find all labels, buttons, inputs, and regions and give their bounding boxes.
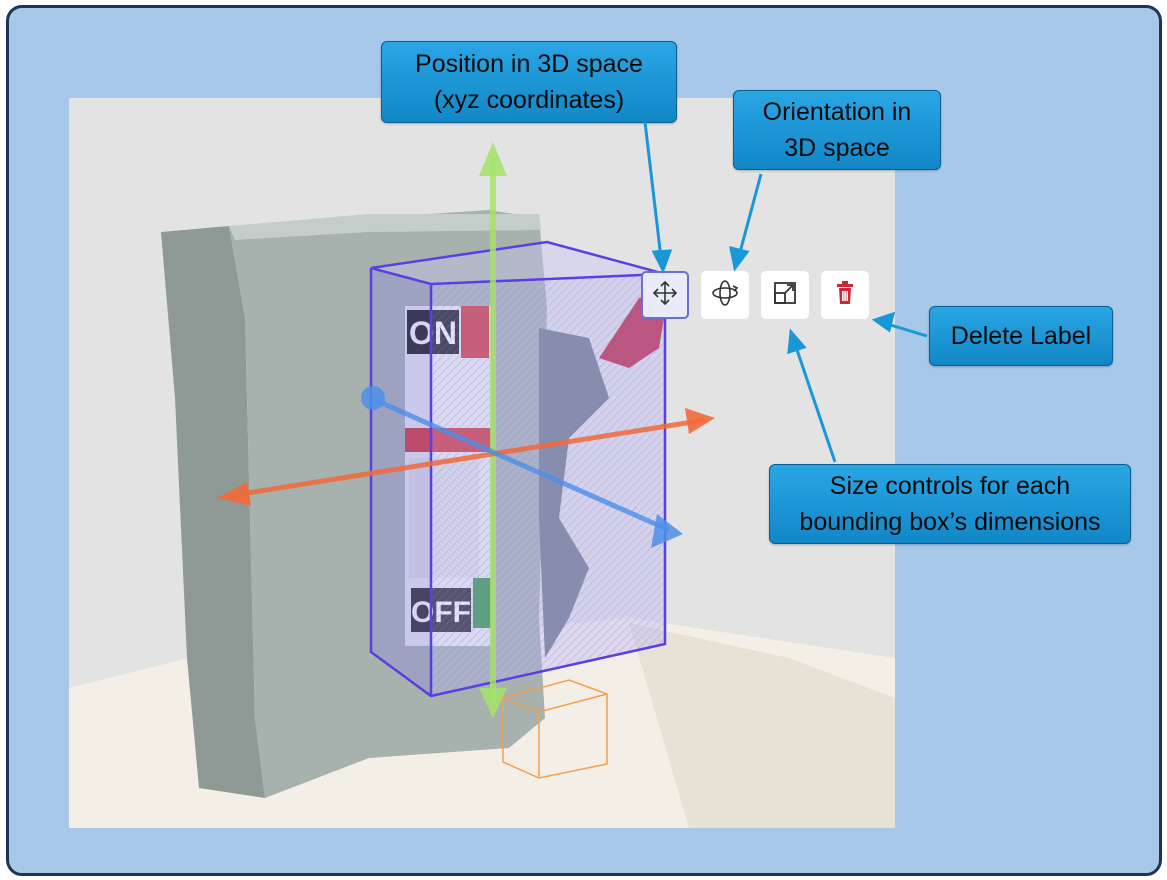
bbox-side bbox=[371, 268, 431, 696]
size-controls-callout: Size controls for each bounding box’s di… bbox=[769, 464, 1131, 544]
box-side-face bbox=[161, 226, 265, 798]
size-callout-line2: bounding box’s dimensions bbox=[799, 508, 1101, 536]
floor-shadow bbox=[629, 623, 895, 828]
bbox-hatch bbox=[431, 274, 665, 696]
z-axis-handle[interactable] bbox=[361, 386, 683, 548]
position-callout-line2: (xyz coordinates) bbox=[433, 86, 625, 114]
move-icon bbox=[650, 278, 680, 313]
delete-button[interactable] bbox=[821, 271, 869, 319]
rotate-button[interactable] bbox=[701, 271, 749, 319]
box-top-edge bbox=[229, 214, 541, 240]
y-axis-handle[interactable] bbox=[479, 142, 507, 718]
move-button[interactable] bbox=[641, 271, 689, 319]
bbox-edges[interactable] bbox=[369, 240, 667, 698]
orientation-callout-line2: 3D space bbox=[784, 134, 890, 162]
secondary-bbox[interactable] bbox=[502, 679, 608, 779]
delete-label-callout: Delete Label bbox=[929, 306, 1113, 366]
scene-canvas[interactable]: ON OFF bbox=[69, 98, 895, 828]
size-callout-line1: Size controls for each bbox=[829, 472, 1071, 500]
rotate-icon bbox=[710, 278, 740, 313]
orientation-callout: Orientation in 3D space bbox=[733, 90, 941, 170]
3d-viewport[interactable]: ON OFF bbox=[69, 98, 895, 828]
bbox-top bbox=[371, 242, 665, 284]
resize-button[interactable] bbox=[761, 271, 809, 319]
position-callout: Position in 3D space (xyz coordinates) bbox=[381, 41, 677, 123]
orientation-callout-line1: Orientation in bbox=[762, 98, 912, 126]
x-axis-handle[interactable] bbox=[217, 408, 715, 506]
trash-icon bbox=[830, 278, 860, 313]
slide-frame: ON OFF bbox=[6, 5, 1162, 876]
resize-icon bbox=[770, 278, 800, 313]
position-callout-line1: Position in 3D space bbox=[415, 50, 643, 78]
delete-callout-line1: Delete Label bbox=[950, 322, 1092, 350]
